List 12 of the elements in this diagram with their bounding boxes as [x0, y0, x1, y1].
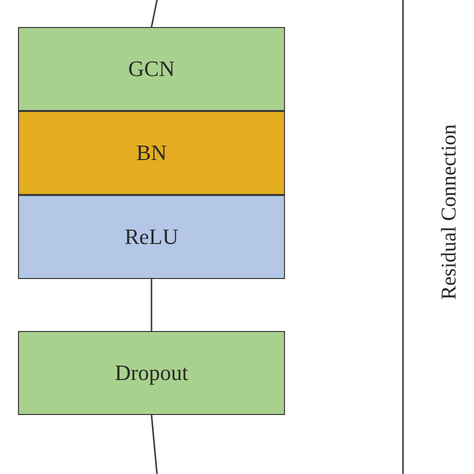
layer-box: [18, 111, 285, 195]
layer-box: [18, 331, 285, 415]
layer-box: [18, 195, 285, 279]
layer-label: Dropout: [114, 360, 188, 386]
connector-line: [150, 414, 158, 474]
layer-label: ReLU: [124, 224, 178, 250]
connector-line: [150, 279, 152, 331]
layer-label: GCN: [128, 56, 175, 82]
layer-box: [18, 27, 285, 111]
connector-line: [150, 0, 158, 28]
side-label: Residual Connection: [436, 124, 462, 300]
layer-label: BN: [136, 140, 167, 166]
